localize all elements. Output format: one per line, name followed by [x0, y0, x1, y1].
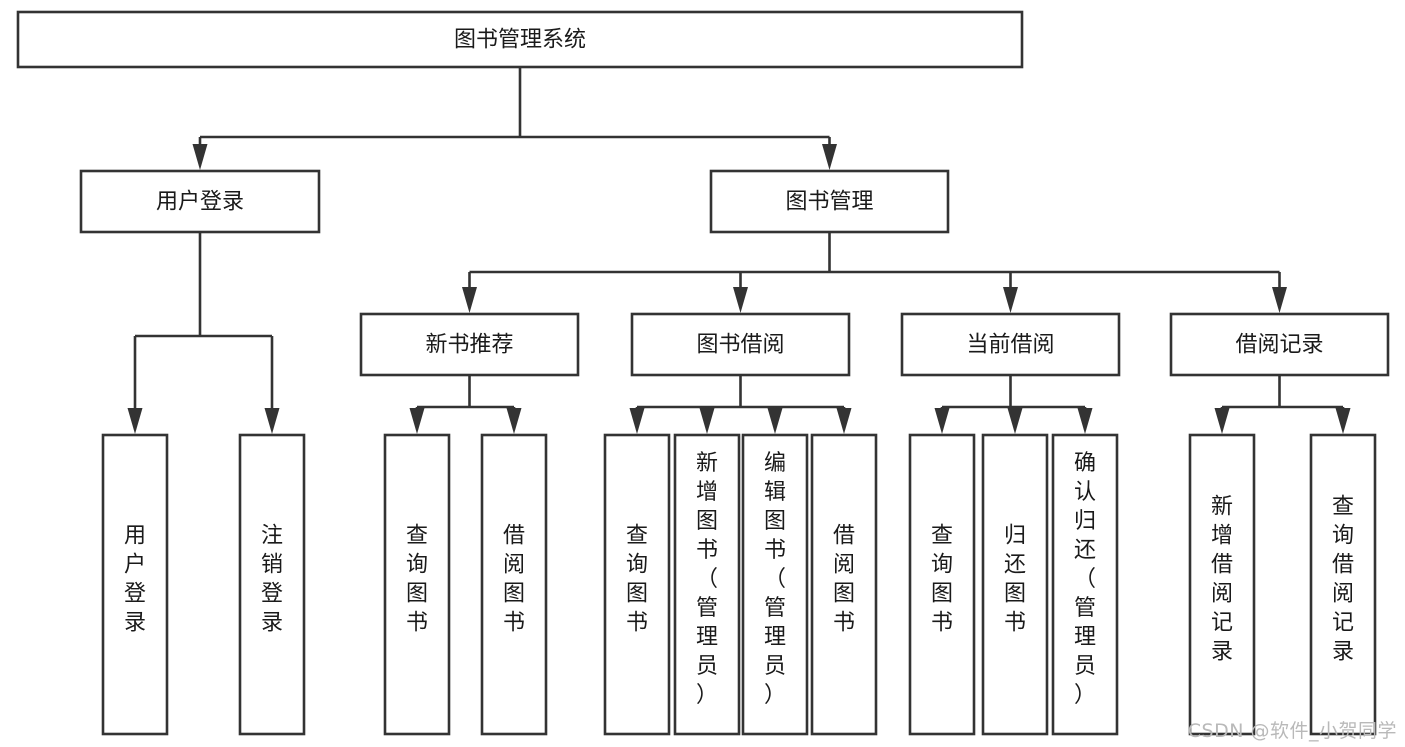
tree-node-leaf-return-book[interactable]: 归还图书: [981, 433, 1049, 736]
tree-node-user-login[interactable]: 用户登录: [79, 169, 321, 234]
node-label: 用户登录: [124, 524, 146, 636]
node-label: 新增借阅记录: [1211, 495, 1233, 665]
node-box[interactable]: [1309, 433, 1377, 736]
tree-node-leaf-logout[interactable]: 注销登录: [238, 433, 306, 736]
edge-group-book-borrow: [629, 375, 852, 434]
tree-node-leaf-add-record[interactable]: 新增借阅记录: [1188, 433, 1256, 736]
edge-group-book-manage: [462, 232, 1287, 313]
node-box[interactable]: [630, 312, 851, 377]
node-label: 查询图书: [406, 524, 428, 636]
tree-node-leaf-user-login[interactable]: 用户登录: [101, 433, 169, 736]
tree-node-book-manage[interactable]: 图书管理: [709, 169, 950, 234]
arrow-head-icon: [629, 408, 645, 434]
arrow-head-icon: [836, 408, 852, 434]
node-label: 归还图书: [1004, 524, 1026, 636]
edge-layer: [127, 67, 1351, 434]
node-box[interactable]: [741, 433, 809, 736]
arrow-head-icon: [767, 408, 783, 434]
tree-node-new-book-rec[interactable]: 新书推荐: [359, 312, 580, 377]
node-box[interactable]: [908, 433, 976, 736]
tree-node-leaf-confirm-return[interactable]: 确认归还（管理员）: [1051, 433, 1119, 736]
arrow-head-icon: [733, 287, 748, 313]
node-label: 借阅图书: [503, 524, 525, 636]
arrow-head-icon: [1272, 287, 1287, 313]
arrow-head-icon: [462, 287, 477, 313]
arrow-head-icon: [934, 408, 950, 434]
node-box[interactable]: [981, 433, 1049, 736]
node-label: 图书借阅: [696, 333, 784, 358]
arrow-head-icon: [822, 144, 837, 170]
arrow-head-icon: [699, 408, 715, 434]
node-label: 新增图书（管理员）: [696, 451, 718, 708]
node-label: 编辑图书（管理员）: [764, 451, 786, 708]
node-layer: 图书管理系统用户登录图书管理新书推荐图书借阅当前借阅借阅记录用户登录注销登录查询…: [16, 10, 1390, 736]
tree-node-leaf-edit-book[interactable]: 编辑图书（管理员）: [741, 433, 809, 736]
tree-node-leaf-query-book-borrow[interactable]: 查询图书: [603, 433, 671, 736]
edge-group-new-book-rec: [409, 375, 522, 434]
tree-node-leaf-add-book[interactable]: 新增图书（管理员）: [673, 433, 741, 736]
tree-node-current-borrow[interactable]: 当前借阅: [900, 312, 1121, 377]
node-label: 新书推荐: [425, 333, 513, 358]
node-label: 查询借阅记录: [1332, 495, 1354, 665]
node-box[interactable]: [383, 433, 451, 736]
node-label: 当前借阅: [966, 333, 1054, 358]
arrow-head-icon: [127, 408, 143, 434]
tree-node-leaf-borrow-book-rec[interactable]: 借阅图书: [480, 433, 548, 736]
node-box[interactable]: [603, 433, 671, 736]
node-box[interactable]: [1169, 312, 1390, 377]
node-box[interactable]: [810, 433, 878, 736]
node-label: 图书管理系统: [454, 28, 586, 53]
node-box[interactable]: [900, 312, 1121, 377]
arrow-head-icon: [506, 408, 522, 434]
node-box[interactable]: [101, 433, 169, 736]
node-box[interactable]: [709, 169, 950, 234]
tree-node-root[interactable]: 图书管理系统: [16, 10, 1024, 69]
node-box[interactable]: [1188, 433, 1256, 736]
tree-node-book-borrow[interactable]: 图书借阅: [630, 312, 851, 377]
tree-node-leaf-query-record[interactable]: 查询借阅记录: [1309, 433, 1377, 736]
node-box[interactable]: [79, 169, 321, 234]
edge-group-borrow-record: [1214, 375, 1351, 434]
node-label: 注销登录: [261, 524, 283, 636]
node-box[interactable]: [480, 433, 548, 736]
arrow-head-icon: [1077, 408, 1093, 434]
node-box[interactable]: [1051, 433, 1119, 736]
node-label: 查询图书: [931, 524, 953, 636]
node-label: 确认归还（管理员）: [1074, 451, 1096, 708]
node-label: 借阅图书: [833, 524, 855, 636]
tree-node-leaf-query-book-cur[interactable]: 查询图书: [908, 433, 976, 736]
edge-group-user-login: [127, 232, 280, 434]
arrow-head-icon: [264, 408, 280, 434]
arrow-head-icon: [409, 408, 425, 434]
tree-node-leaf-borrow-book[interactable]: 借阅图书: [810, 433, 878, 736]
node-box[interactable]: [16, 10, 1024, 69]
arrow-head-icon: [1007, 408, 1023, 434]
tree-node-borrow-record[interactable]: 借阅记录: [1169, 312, 1390, 377]
csdn-watermark: CSDN @软件_小贺同学: [1187, 720, 1397, 742]
arrow-head-icon: [192, 144, 208, 170]
edge-group-current-borrow: [934, 375, 1093, 434]
node-box[interactable]: [359, 312, 580, 377]
node-label: 查询图书: [626, 524, 648, 636]
arrow-head-icon: [1335, 408, 1351, 434]
node-label: 用户登录: [156, 190, 244, 215]
node-label: 借阅记录: [1235, 333, 1323, 358]
arrow-head-icon: [1214, 408, 1230, 434]
tree-node-leaf-query-book-rec[interactable]: 查询图书: [383, 433, 451, 736]
arrow-head-icon: [1003, 287, 1018, 313]
node-label: 图书管理: [785, 190, 873, 215]
edge-group-root: [192, 67, 837, 170]
node-box[interactable]: [238, 433, 306, 736]
node-box[interactable]: [673, 433, 741, 736]
